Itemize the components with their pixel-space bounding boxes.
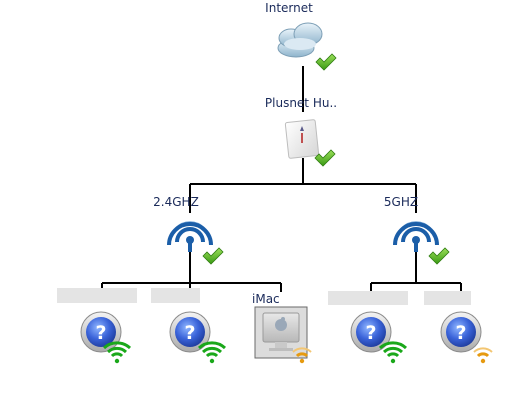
- device-node[interactable]: ?: [57, 288, 137, 364]
- wifi-signal-icon: [473, 347, 493, 364]
- svg-text:?: ?: [95, 322, 106, 344]
- wifi-signal-icon: [292, 347, 312, 364]
- imac-icon: [254, 306, 308, 359]
- device-label-redacted: [151, 288, 200, 303]
- unknown-device-icon: ?: [169, 311, 211, 353]
- unknown-device-icon: ?: [440, 311, 482, 353]
- wifi-signal-icon: [378, 341, 408, 364]
- svg-text:?: ?: [365, 322, 376, 344]
- wifi-access-point-icon: [167, 221, 213, 252]
- wifi-signal-icon: [197, 341, 227, 364]
- wifi-access-point-icon: [393, 221, 439, 252]
- device-node[interactable]: ?: [424, 291, 493, 364]
- router-label: Plusnet Hu..: [265, 96, 337, 110]
- device-label-redacted: [328, 291, 408, 305]
- device-label-redacted: [57, 288, 137, 303]
- internet-label: Internet: [265, 1, 313, 15]
- check-icon: [428, 247, 450, 265]
- svg-text:?: ?: [455, 322, 466, 344]
- check-icon: [202, 247, 224, 265]
- unknown-device-icon: ?: [80, 311, 122, 353]
- unknown-device-icon: ?: [350, 311, 392, 353]
- wifi-signal-icon: [102, 341, 132, 364]
- device-node[interactable]: ?: [151, 288, 227, 364]
- connection-lines: [101, 66, 462, 292]
- band-2-4ghz-label: 2.4GHZ: [153, 195, 199, 209]
- device-node[interactable]: ?: [328, 291, 408, 364]
- device-label-redacted: [424, 291, 471, 305]
- band-2-4ghz[interactable]: 2.4GHZ: [153, 195, 224, 265]
- band-5ghz-label: 5GHZ: [384, 195, 418, 209]
- band-5ghz[interactable]: 5GHZ: [384, 195, 450, 265]
- cloud-icon: [277, 22, 323, 58]
- svg-text:?: ?: [184, 322, 195, 344]
- check-icon: [315, 53, 337, 71]
- device-node-imac[interactable]: iMac: [252, 292, 312, 364]
- router-node[interactable]: Plusnet Hu..: [265, 96, 337, 167]
- router-icon: [284, 119, 320, 159]
- internet-node[interactable]: Internet: [265, 1, 337, 71]
- check-icon: [314, 149, 336, 167]
- device-label-imac: iMac: [252, 292, 280, 306]
